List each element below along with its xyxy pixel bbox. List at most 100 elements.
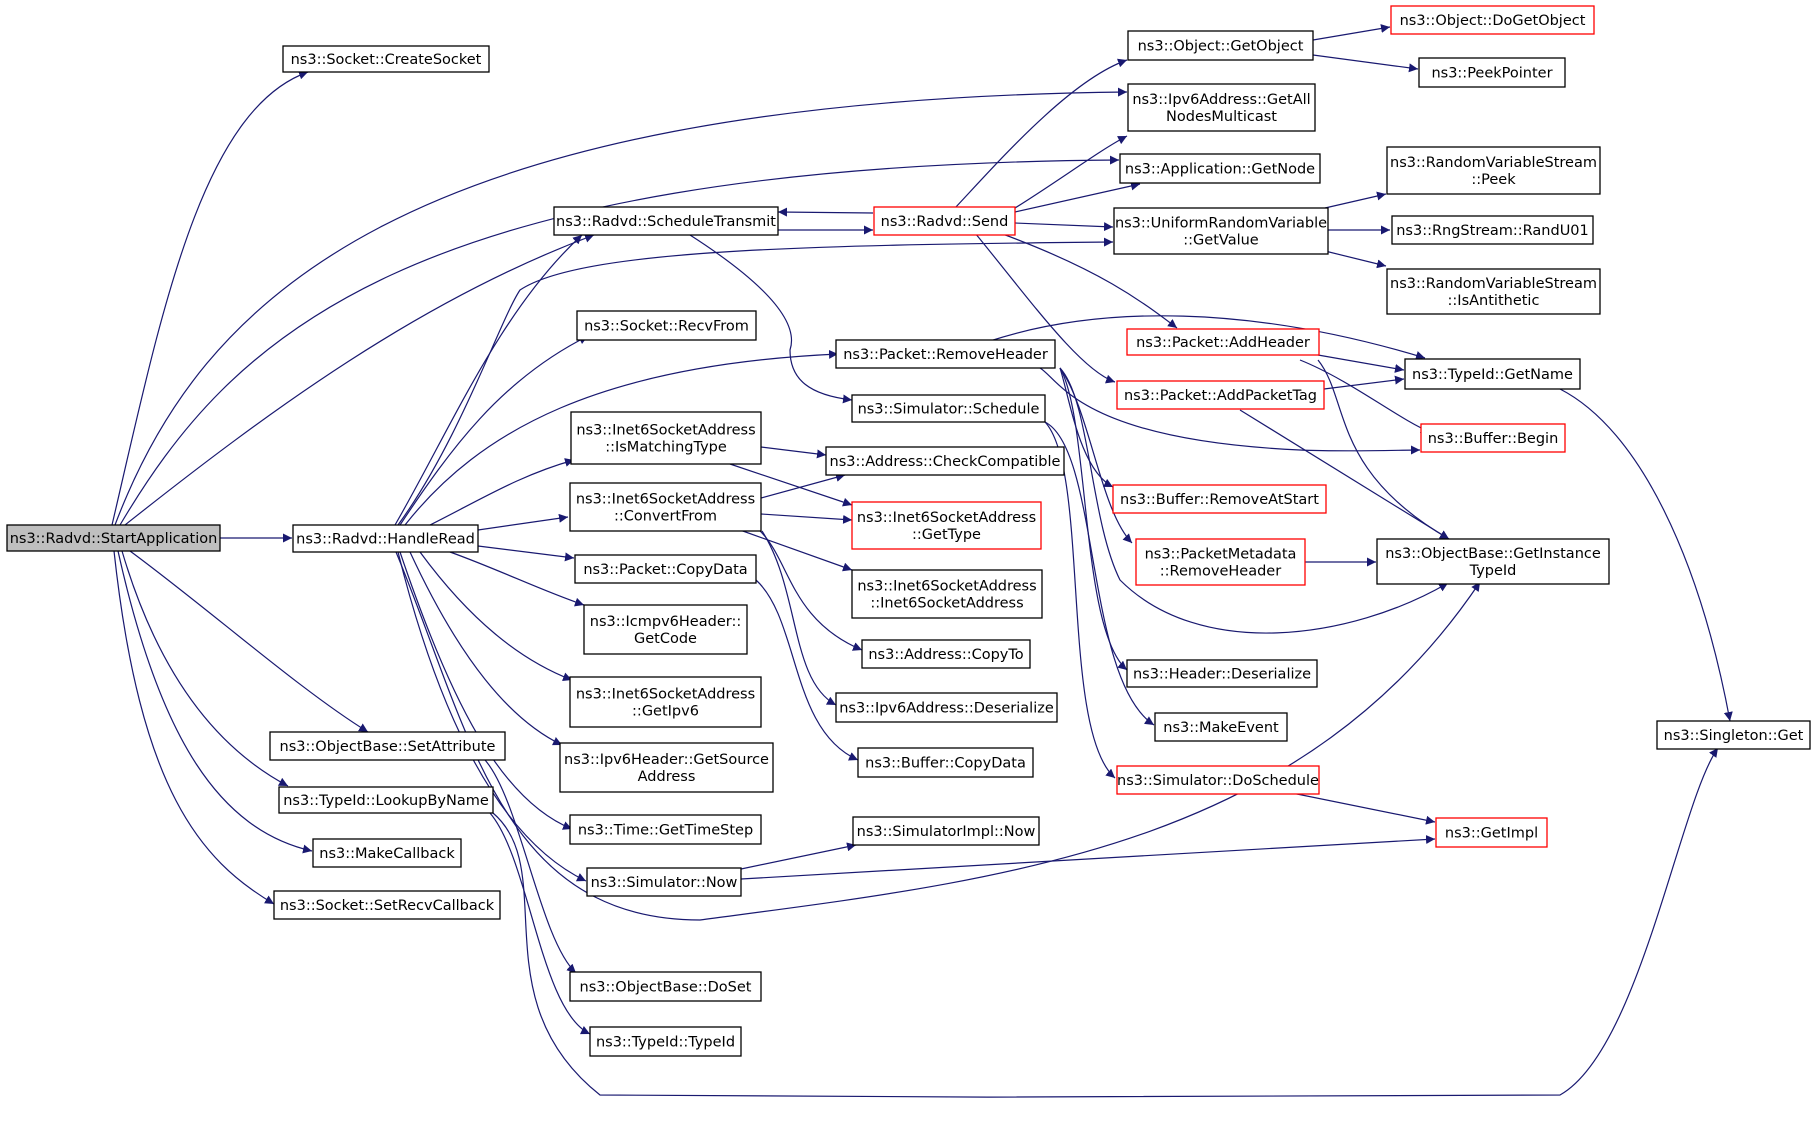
node-buffer-begin[interactable]: ns3::Buffer::Begin [1420, 423, 1566, 453]
node-box [269, 731, 506, 761]
node-recv-from[interactable]: ns3::Socket::RecvFrom [576, 310, 757, 341]
edge-handleread-getipv6 [419, 551, 573, 681]
node-convert-from[interactable]: ns3::Inet6SocketAddress::ConvertFrom [569, 482, 762, 532]
node-icmpv6-get-code[interactable]: ns3::Icmpv6Header::GetCode [583, 604, 748, 655]
edge-send-scheduletransmit [777, 207, 874, 217]
node-peek-pointer[interactable]: ns3::PeekPointer [1418, 57, 1566, 88]
node-add-packet-tag[interactable]: ns3::Packet::AddPacketTag [1116, 380, 1325, 410]
edge-convertfrom-copyto [759, 530, 863, 651]
edge-handleread-simnow [397, 551, 587, 882]
node-rngstream-randu01[interactable]: ns3::RngStream::RandU01 [1391, 215, 1594, 245]
node-object-get-object[interactable]: ns3::Object::GetObject [1127, 30, 1314, 61]
node-inet6-get-type[interactable]: ns3::Inet6SocketAddress::GetType [851, 501, 1042, 550]
node-singleton-get[interactable]: ns3::Singleton::Get [1656, 720, 1811, 750]
node-simulator-do-schedule[interactable]: ns3::Simulator::DoSchedule [1116, 765, 1320, 795]
edge-getvalue-isantithetic [1324, 250, 1387, 269]
node-address-copy-to[interactable]: ns3::Address::CopyTo [861, 639, 1031, 669]
node-label: ns3::SimulatorImpl::Now [857, 824, 1036, 840]
node-app-get-node[interactable]: ns3::Application::GetNode [1119, 153, 1321, 184]
node-box [1113, 207, 1329, 255]
node-box [6, 524, 221, 552]
node-typeid-get-name[interactable]: ns3::TypeId::GetName [1404, 358, 1581, 390]
node-radvd-send[interactable]: ns3::Radvd::Send [873, 206, 1016, 236]
node-box [873, 206, 1016, 236]
node-set-recv-callback[interactable]: ns3::Socket::SetRecvCallback [273, 890, 501, 920]
node-label: ns3::Icmpv6Header:: [590, 614, 741, 630]
node-start-application[interactable]: ns3::Radvd::StartApplication [6, 524, 221, 552]
edge-startapp-setattribute [129, 550, 369, 733]
node-label: ns3::Ipv6Address::GetAll [1132, 92, 1310, 108]
node-simulator-now[interactable]: ns3::Simulator::Now [586, 867, 742, 897]
node-label: ::IsMatchingType [605, 440, 727, 456]
edge-removeheader-bufferbegin [1039, 367, 1421, 455]
node-box [559, 742, 774, 793]
node-lookup-by-name[interactable]: ns3::TypeId::LookupByName [278, 786, 494, 814]
node-label: ::GetIpv6 [632, 704, 699, 720]
node-label: ns3::UniformRandomVariable [1115, 216, 1327, 232]
node-label: ns3::TypeId::LookupByName [283, 793, 489, 809]
node-schedule-transmit[interactable]: ns3::Radvd::ScheduleTransmit [553, 206, 779, 236]
node-box [835, 339, 1056, 369]
edge-packetcopydata-buffercopydata [755, 579, 859, 761]
node-label: ::IsAntithetic [1448, 293, 1540, 309]
edge-addheader-getinstancetypeid [1317, 359, 1450, 540]
edge-getobject-peekpointer [1312, 54, 1419, 73]
node-buffer-copy-data[interactable]: ns3::Buffer::CopyData [857, 747, 1034, 778]
node-label: ns3::Simulator::Now [591, 875, 738, 891]
node-box [851, 501, 1042, 550]
node-label: ns3::Inet6SocketAddress [857, 510, 1036, 526]
node-box [1116, 380, 1325, 410]
node-packet-metadata-remove-header[interactable]: ns3::PacketMetadata::RemoveHeader [1135, 538, 1306, 586]
node-inet6-ctor[interactable]: ns3::Inet6SocketAddress::Inet6SocketAddr… [851, 569, 1043, 619]
edge-send-getnode [1014, 181, 1141, 213]
edge-removeheader-getname [989, 315, 1426, 360]
node-box [852, 816, 1040, 846]
node-create-socket[interactable]: ns3::Socket::CreateSocket [282, 45, 490, 73]
node-is-matching-type[interactable]: ns3::Inet6SocketAddress::IsMatchingType [570, 411, 762, 465]
node-box [553, 206, 779, 236]
node-label: ns3::Radvd::Send [881, 214, 1009, 230]
edge-lookupbyname-typeidtypeid [489, 812, 591, 1035]
edge-handleread-removeheader [404, 349, 839, 526]
node-label: TypeId [1469, 563, 1517, 579]
node-label: ns3::Singleton::Get [1664, 728, 1804, 744]
node-box [1418, 57, 1566, 88]
node-check-compatible[interactable]: ns3::Address::CheckCompatible [825, 446, 1065, 476]
node-get-time-step[interactable]: ns3::Time::GetTimeStep [569, 814, 762, 845]
node-buffer-remove-at-start[interactable]: ns3::Buffer::RemoveAtStart [1112, 484, 1327, 514]
node-packet-copy-data[interactable]: ns3::Packet::CopyData [574, 554, 757, 584]
node-get-ipv6[interactable]: ns3::Inet6SocketAddress::GetIpv6 [569, 676, 762, 728]
edge-convertfrom-gettype [760, 513, 853, 524]
node-do-set[interactable]: ns3::ObjectBase::DoSet [569, 971, 762, 1002]
edge-getname-singletonget [1559, 388, 1733, 722]
node-typeid-typeid[interactable]: ns3::TypeId::TypeId [589, 1026, 742, 1057]
node-header-deserialize[interactable]: ns3::Header::Deserialize [1126, 659, 1318, 688]
node-ipv6-deserialize[interactable]: ns3::Ipv6Address::Deserialize [835, 692, 1058, 723]
node-object-do-get-object[interactable]: ns3::Object::DoGetObject [1390, 5, 1595, 35]
edge-startapp-getnode [119, 155, 1120, 526]
node-make-event[interactable]: ns3::MakeEvent [1154, 712, 1288, 742]
node-get-impl[interactable]: ns3::GetImpl [1435, 817, 1548, 848]
nodes: ns3::Radvd::StartApplicationns3::Socket:… [6, 5, 1811, 1057]
node-remove-header[interactable]: ns3::Packet::RemoveHeader [835, 339, 1056, 369]
node-rvs-peek[interactable]: ns3::RandomVariableStream::Peek [1386, 146, 1601, 195]
node-box [1386, 268, 1601, 315]
node-handle-read[interactable]: ns3::Radvd::HandleRead [292, 524, 479, 553]
node-uniform-get-value[interactable]: ns3::UniformRandomVariable::GetValue [1113, 207, 1329, 255]
node-set-attribute[interactable]: ns3::ObjectBase::SetAttribute [269, 731, 506, 761]
node-box [273, 890, 501, 920]
node-box [278, 786, 494, 814]
node-simulatorimpl-now[interactable]: ns3::SimulatorImpl::Now [852, 816, 1040, 846]
node-box [835, 692, 1058, 723]
node-simulator-schedule[interactable]: ns3::Simulator::Schedule [851, 394, 1046, 423]
node-rvs-is-antithetic[interactable]: ns3::RandomVariableStream::IsAntithetic [1386, 268, 1601, 315]
node-packet-add-header[interactable]: ns3::Packet::AddHeader [1126, 328, 1320, 356]
node-label: ns3::RandomVariableStream [1390, 276, 1597, 292]
node-make-callback[interactable]: ns3::MakeCallback [312, 838, 462, 868]
edge-handleread-recvfrom [399, 335, 589, 526]
node-box [569, 482, 762, 532]
edge-startapp-getallnodesmulticast [114, 87, 1128, 526]
